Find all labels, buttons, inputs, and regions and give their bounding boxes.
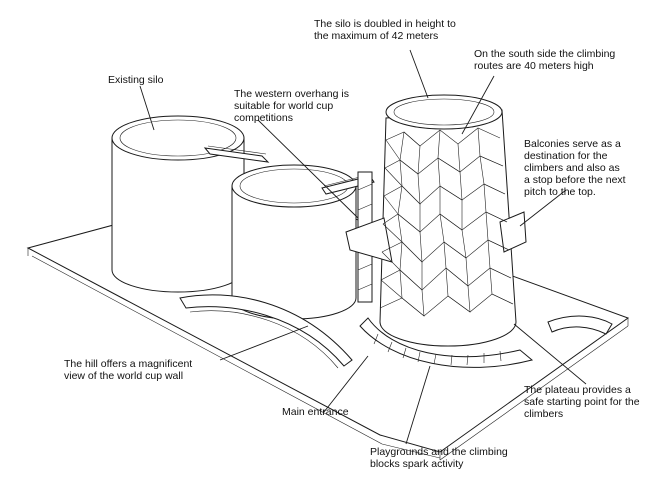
annotation-line: suitable for world cup <box>234 100 334 112</box>
annotation-line: safe starting point for the <box>524 396 640 408</box>
climbing-tower <box>345 94 527 347</box>
annotation-line: The silo is doubled in height to <box>314 18 456 30</box>
annotation-line: Main entrance <box>282 406 349 418</box>
annotation-existing-silo: Existing silo <box>108 74 163 86</box>
annotation-line: Balconies serve as a <box>524 138 621 150</box>
annotation-line: The western overhang is <box>234 88 349 100</box>
annotation-line: routes are 40 meters high <box>474 60 594 72</box>
annotation-line: the maximum of 42 meters <box>314 30 439 42</box>
annotation-line: view of the world cup wall <box>64 370 184 382</box>
annotation-western-overhang: The western overhang is suitable for wor… <box>234 88 349 124</box>
annotation-line: Existing silo <box>108 74 164 86</box>
annotation-line: The plateau provides a <box>524 384 631 396</box>
annotation-south-side: On the south side the climbing routes ar… <box>474 48 615 72</box>
annotation-playgrounds: Playgrounds and the climbing blocks spar… <box>370 446 508 470</box>
annotation-line: destination for the <box>524 150 608 162</box>
annotation-plateau: The plateau provides a safe starting poi… <box>524 384 640 420</box>
annotation-line: competitions <box>234 112 293 124</box>
annotation-line: climbers <box>524 408 564 420</box>
annotation-main-entrance: Main entrance <box>282 406 349 418</box>
ramp <box>547 315 613 335</box>
plateau-wall <box>359 317 534 368</box>
annotation-line: The hill offers a magnificent <box>64 358 193 370</box>
annotation-line: pitch to the top. <box>524 186 596 198</box>
hill <box>179 294 353 369</box>
annotation-line: On the south side the climbing <box>474 48 616 60</box>
annotation-line: climbers and also as <box>524 162 620 174</box>
annotation-line: blocks spark activity <box>370 458 464 470</box>
annotation-line: Playgrounds and the climbing <box>370 446 508 458</box>
annotation-hill: The hill offers a magnificent view of th… <box>64 358 192 382</box>
leader-lines <box>139 49 587 445</box>
annotation-line: a stop before the next <box>524 174 626 186</box>
annotation-silo-height: The silo is doubled in height to the max… <box>314 18 456 42</box>
annotation-balconies: Balconies serve as a destination for the… <box>524 138 626 198</box>
existing-silo-left <box>111 115 245 293</box>
